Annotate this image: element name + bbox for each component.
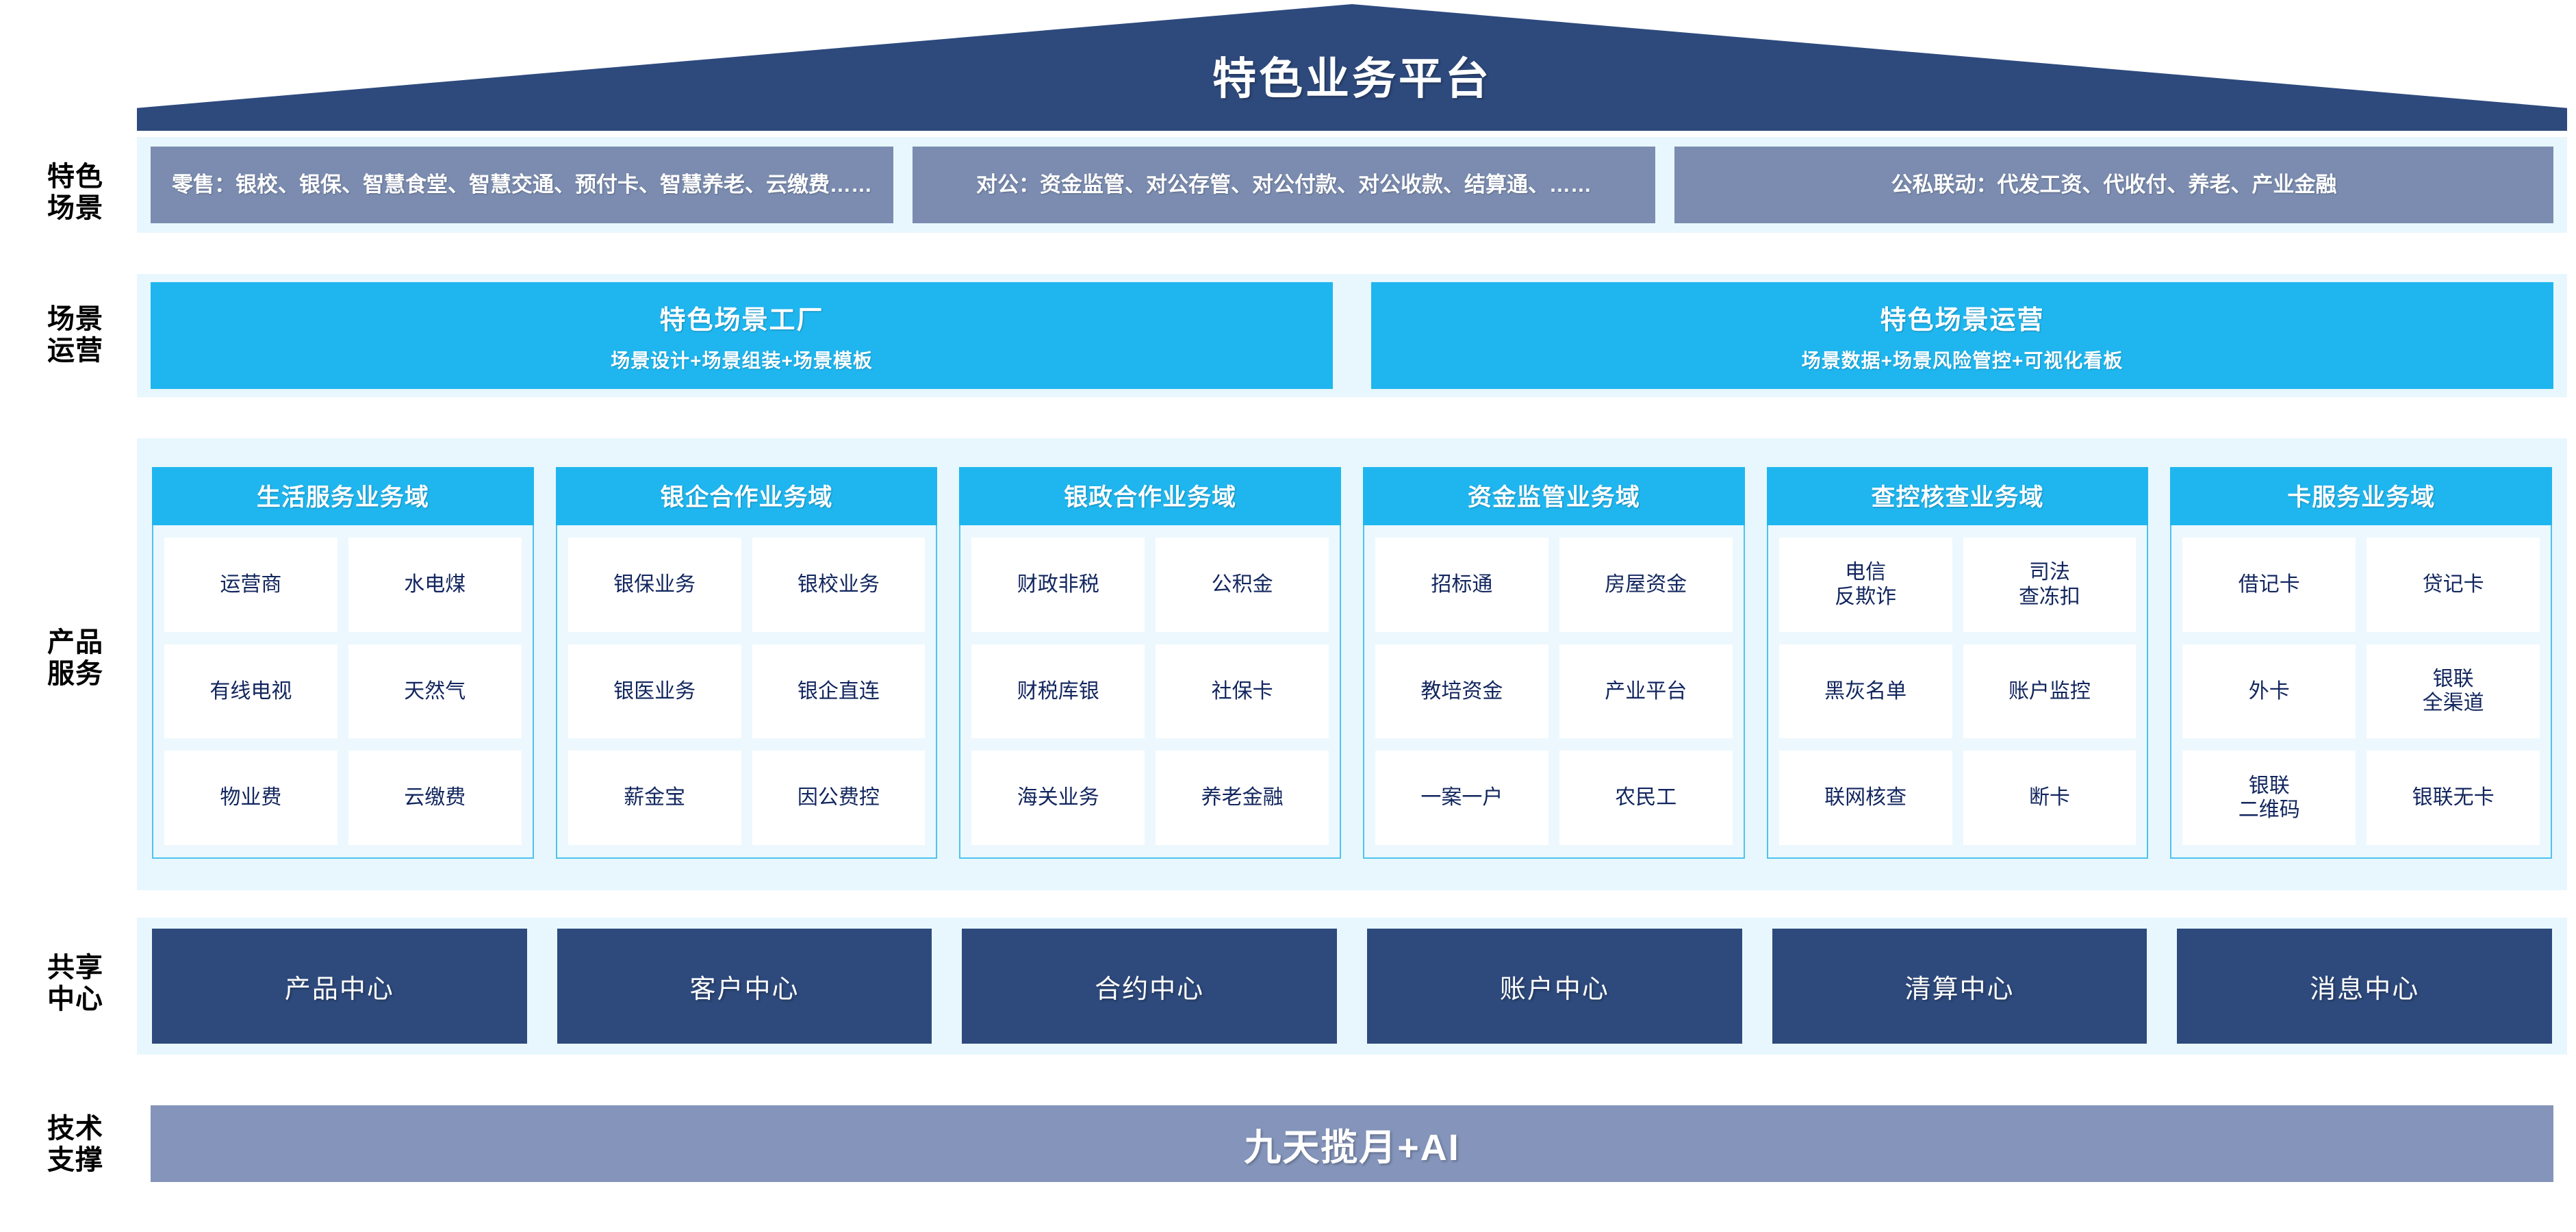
shared-center-customer[interactable]: 客户中心 xyxy=(557,929,932,1044)
product-item[interactable]: 房屋资金 xyxy=(1559,538,1733,632)
domain-items-investigation-control: 电信 反欺诈 司法 查冻扣 黑灰名单 账户监控 联网核查 断卡 xyxy=(1766,525,2149,859)
domain-items-fund-supervision: 招标通 房屋资金 教培资金 产业平台 一案一户 农民工 xyxy=(1363,525,1745,859)
product-item[interactable]: 养老金融 xyxy=(1156,751,1329,845)
domain-title-fund-supervision: 资金监管业务域 xyxy=(1363,467,1745,525)
product-domain-investigation-control: 查控核查业务域 电信 反欺诈 司法 查冻扣 黑灰名单 账户监控 联网核查 断卡 xyxy=(1766,467,2149,859)
scenario-box-public-private[interactable]: 公私联动：代发工资、代收付、养老、产业金融 xyxy=(1674,147,2553,223)
product-item[interactable]: 公积金 xyxy=(1156,538,1329,632)
product-domain-card-service: 卡服务业务域 借记卡 贷记卡 外卡 银联 全渠道 银联 二维码 银联无卡 xyxy=(2170,467,2553,859)
product-item[interactable]: 银校业务 xyxy=(752,538,926,632)
scenario-box-corporate[interactable]: 对公：资金监管、对公存管、对公付款、对公收款、结算通、…… xyxy=(913,147,1655,223)
product-item[interactable]: 银企直连 xyxy=(752,644,926,739)
tech-support-label: 九天揽月+AI xyxy=(1244,1127,1460,1168)
product-item[interactable]: 财政非税 xyxy=(971,538,1145,632)
shared-center-product[interactable]: 产品中心 xyxy=(152,929,527,1044)
product-item[interactable]: 黑灰名单 xyxy=(1778,644,1952,739)
band-shared-centers: 产品中心 客户中心 合约中心 账户中心 清算中心 消息中心 xyxy=(137,918,2567,1055)
product-item[interactable]: 天然气 xyxy=(348,644,522,739)
domain-items-bank-enterprise: 银保业务 银校业务 银医业务 银企直连 薪金宝 因公费控 xyxy=(555,525,938,859)
shared-center-account[interactable]: 账户中心 xyxy=(1367,929,1742,1044)
product-item[interactable]: 银医业务 xyxy=(568,644,741,739)
product-domain-bank-enterprise: 银企合作业务域 银保业务 银校业务 银医业务 银企直连 薪金宝 因公费控 xyxy=(555,467,938,859)
domain-title-card-service: 卡服务业务域 xyxy=(2170,467,2553,525)
domain-title-life-service: 生活服务业务域 xyxy=(152,467,534,525)
tech-support-bar[interactable]: 九天揽月+AI xyxy=(151,1105,2553,1182)
row-label-scenarios: 特色 场景 xyxy=(47,162,103,224)
scenario-box-retail[interactable]: 零售：银校、银保、智慧食堂、智慧交通、预付卡、智慧养老、云缴费…… xyxy=(151,147,893,223)
product-item[interactable]: 银联 全渠道 xyxy=(2367,644,2540,739)
product-item[interactable]: 招标通 xyxy=(1375,538,1548,632)
product-item[interactable]: 水电煤 xyxy=(348,538,522,632)
product-domain-bank-government: 银政合作业务域 财政非税 公积金 财税库银 社保卡 海关业务 养老金融 xyxy=(959,467,1342,859)
shared-center-message[interactable]: 消息中心 xyxy=(2177,929,2553,1044)
domain-items-bank-government: 财政非税 公积金 财税库银 社保卡 海关业务 养老金融 xyxy=(959,525,1342,859)
page-title: 特色业务平台 xyxy=(1212,54,1492,103)
product-item[interactable]: 一案一户 xyxy=(1375,751,1548,845)
product-item[interactable]: 因公费控 xyxy=(752,751,926,845)
row-label-shared-centers: 共享 中心 xyxy=(47,953,103,1015)
product-item[interactable]: 产业平台 xyxy=(1559,644,1733,739)
shared-center-settlement[interactable]: 清算中心 xyxy=(1772,929,2147,1044)
ops-title-scene-operation: 特色场景运营 xyxy=(1880,305,2045,335)
product-item[interactable]: 银联无卡 xyxy=(2367,751,2540,845)
row-label-operations: 场景 运营 xyxy=(47,304,103,366)
product-item[interactable]: 物业费 xyxy=(164,751,337,845)
band-tech-support: 九天揽月+AI xyxy=(137,1096,2567,1192)
band-product-services: 生活服务业务域 运营商 水电煤 有线电视 天然气 物业费 云缴费 银企合作业务域… xyxy=(137,438,2567,890)
domain-items-card-service: 借记卡 贷记卡 外卡 银联 全渠道 银联 二维码 银联无卡 xyxy=(2170,525,2553,859)
row-label-tech-support: 技术 支撑 xyxy=(47,1114,103,1176)
domain-items-life-service: 运营商 水电煤 有线电视 天然气 物业费 云缴费 xyxy=(152,525,534,859)
platform-roof: 特色业务平台 xyxy=(137,4,2567,131)
product-item[interactable]: 银联 二维码 xyxy=(2182,751,2356,845)
product-item[interactable]: 账户监控 xyxy=(1963,644,2137,739)
product-item[interactable]: 外卡 xyxy=(2182,644,2356,739)
product-domain-life-service: 生活服务业务域 运营商 水电煤 有线电视 天然气 物业费 云缴费 xyxy=(152,467,534,859)
ops-subtitle-scene-factory: 场景设计+场景组装+场景模板 xyxy=(611,349,873,371)
ops-box-scene-operation[interactable]: 特色场景运营 场景数据+场景风险管控+可视化看板 xyxy=(1371,282,2553,389)
product-item[interactable]: 教培资金 xyxy=(1375,644,1548,739)
product-item[interactable]: 电信 反欺诈 xyxy=(1778,538,1952,632)
product-item[interactable]: 断卡 xyxy=(1963,751,2137,845)
product-item[interactable]: 贷记卡 xyxy=(2367,538,2540,632)
ops-subtitle-scene-operation: 场景数据+场景风险管控+可视化看板 xyxy=(1801,349,2124,371)
band-scenarios: 零售：银校、银保、智慧食堂、智慧交通、预付卡、智慧养老、云缴费…… 对公：资金监… xyxy=(137,137,2567,233)
row-label-products: 产品 服务 xyxy=(47,627,103,690)
domain-title-bank-government: 银政合作业务域 xyxy=(959,467,1342,525)
band-operations: 特色场景工厂 场景设计+场景组装+场景模板 特色场景运营 场景数据+场景风险管控… xyxy=(137,274,2567,397)
product-item[interactable]: 社保卡 xyxy=(1156,644,1329,739)
ops-box-scene-factory[interactable]: 特色场景工厂 场景设计+场景组装+场景模板 xyxy=(151,282,1333,389)
product-domain-fund-supervision: 资金监管业务域 招标通 房屋资金 教培资金 产业平台 一案一户 农民工 xyxy=(1363,467,1745,859)
product-item[interactable]: 海关业务 xyxy=(971,751,1145,845)
product-item[interactable]: 联网核查 xyxy=(1778,751,1952,845)
ops-title-scene-factory: 特色场景工厂 xyxy=(659,305,824,335)
product-item[interactable]: 银保业务 xyxy=(568,538,741,632)
product-item[interactable]: 司法 查冻扣 xyxy=(1963,538,2137,632)
domain-title-bank-enterprise: 银企合作业务域 xyxy=(555,467,938,525)
domain-title-investigation-control: 查控核查业务域 xyxy=(1766,467,2149,525)
product-item[interactable]: 云缴费 xyxy=(348,751,522,845)
product-item[interactable]: 薪金宝 xyxy=(568,751,741,845)
product-item[interactable]: 财税库银 xyxy=(971,644,1145,739)
product-item[interactable]: 农民工 xyxy=(1559,751,1733,845)
product-item[interactable]: 运营商 xyxy=(164,538,337,632)
shared-center-contract[interactable]: 合约中心 xyxy=(962,929,1338,1044)
product-item[interactable]: 借记卡 xyxy=(2182,538,2356,632)
product-item[interactable]: 有线电视 xyxy=(164,644,337,739)
